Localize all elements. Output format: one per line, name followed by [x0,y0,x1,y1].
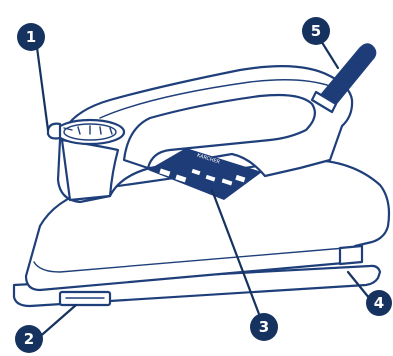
callout-badge-4: 4 [366,290,392,316]
callout-badge-5: 5 [302,17,330,45]
water-window [60,292,110,305]
callout-number-3: 3 [259,318,269,336]
callout-number-1: 1 [26,28,36,46]
leader-line-1 [36,40,48,130]
callout-number-4: 4 [374,294,384,312]
front-pillar [62,140,118,200]
callout-badge-1: 1 [17,23,45,51]
callout-badge-3: 3 [250,313,278,341]
heel-rest [340,246,362,264]
callout-number-5: 5 [311,22,321,40]
callout-number-2: 2 [24,330,34,348]
callout-badge-2: 2 [15,325,43,353]
